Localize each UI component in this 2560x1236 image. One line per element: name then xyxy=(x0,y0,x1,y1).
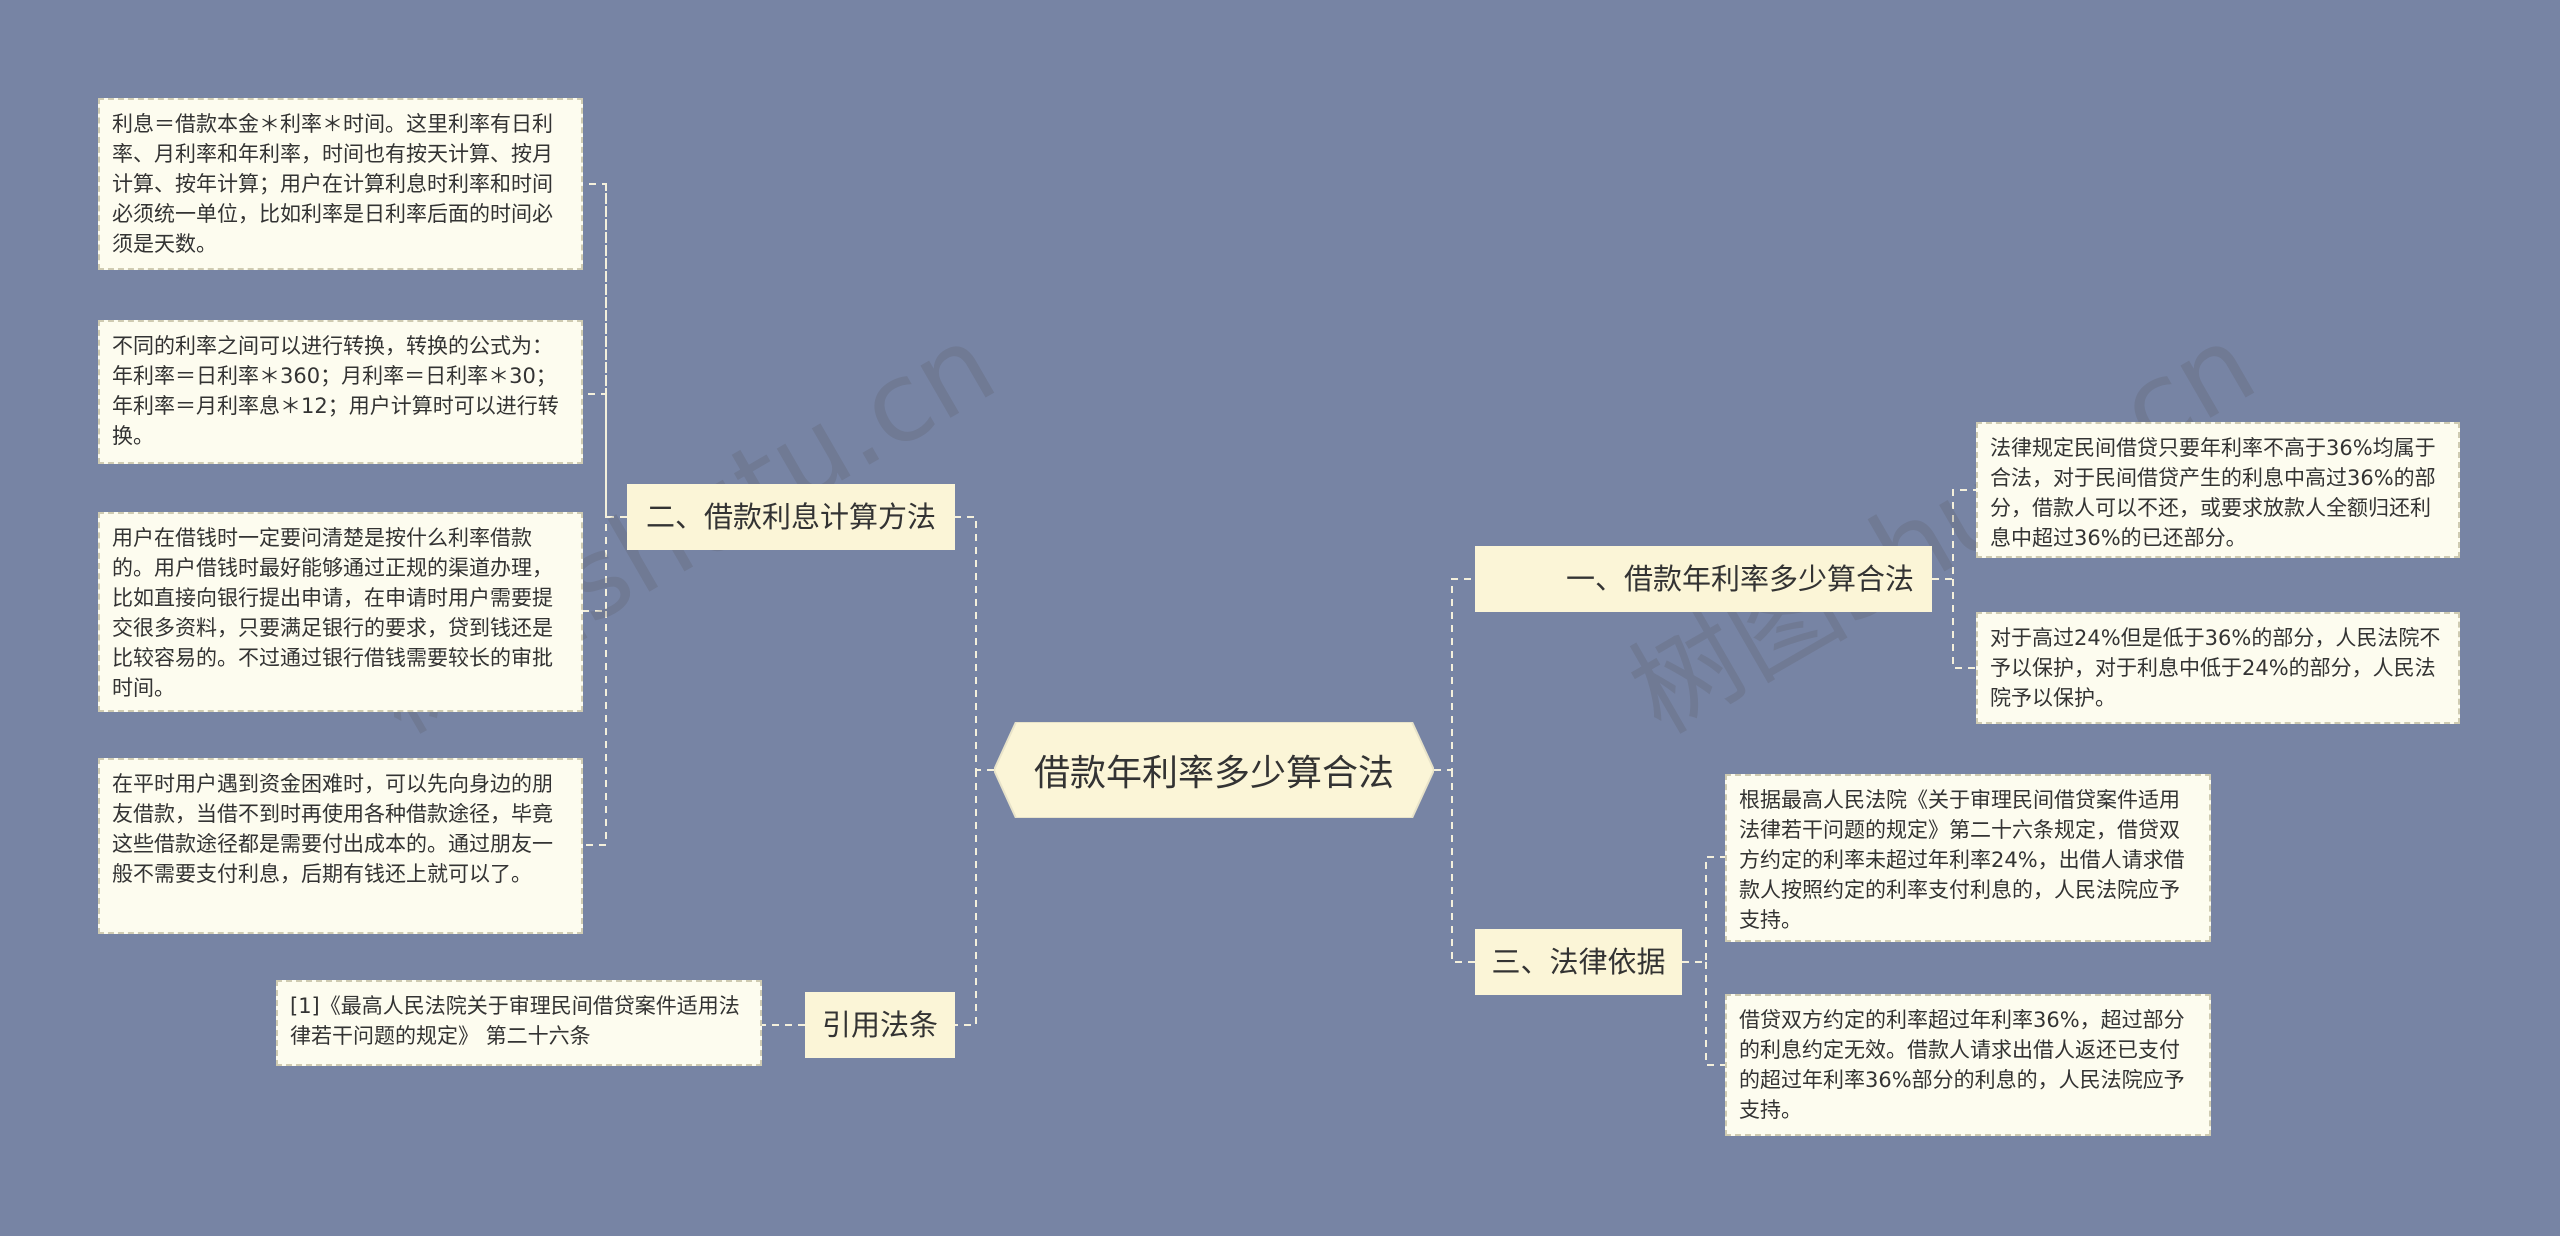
branch-legal-rate-label: 一、借款年利率多少算合法 xyxy=(1565,562,1914,596)
leaf-legal-basis-24[interactable]: 根据最高人民法院《关于审理民间借贷案件适用法律若干问题的规定》第二十六条规定，借… xyxy=(1725,774,2211,942)
branch-cited-law[interactable]: 引用法条 xyxy=(805,992,955,1058)
root-node[interactable]: 借款年利率多少算合法 xyxy=(994,722,1434,818)
root-node-label: 借款年利率多少算合法 xyxy=(1033,753,1394,794)
branch-legal-rate[interactable]: 一、借款年利率多少算合法 xyxy=(1475,546,1932,612)
root-node-shape xyxy=(994,722,1434,818)
link-root-b1 xyxy=(1434,578,1475,771)
branch-interest-calculation[interactable]: 二、借款利息计算方法 xyxy=(627,484,955,550)
leaf-rate-24-36[interactable]: 对于高过24%但是低于36%的部分，人民法院不予以保护，对于利息中低于24%的部… xyxy=(1976,612,2460,724)
leaf-legal-rate-36[interactable]: 法律规定民间借贷只要年利率不高于36%均属于合法，对于民间借贷产生的利息中高过3… xyxy=(1976,422,2460,558)
leaf-bank-borrowing[interactable]: 用户在借钱时一定要问清楚是按什么利率借款的。用户借钱时最好能够通过正规的渠道办理… xyxy=(98,512,583,712)
link-b3-leaves xyxy=(1682,856,1725,1066)
branch-interest-calculation-label: 二、借款利息计算方法 xyxy=(645,500,936,534)
branch-cited-law-label: 引用法条 xyxy=(821,1008,938,1042)
link-root-b4 xyxy=(955,770,977,1026)
leaf-citation[interactable]: [1]《最高人民法院关于审理民间借贷案件适用法律若干问题的规定》 第二十六条 xyxy=(276,980,762,1066)
link-b1-leaves xyxy=(1932,489,1976,669)
link-b2-leaves xyxy=(583,183,627,846)
link-root-b2 xyxy=(955,516,994,771)
leaf-rate-conversion[interactable]: 不同的利率之间可以进行转换，转换的公式为：年利率＝日利率＊360；月利率＝日利率… xyxy=(98,320,583,464)
leaf-friend-borrowing[interactable]: 在平时用户遇到资金困难时，可以先向身边的朋友借款，当借不到时再使用各种借款途径，… xyxy=(98,758,583,934)
branch-legal-basis-label: 三、法律依据 xyxy=(1491,945,1666,979)
link-root-b3 xyxy=(1451,770,1475,963)
leaf-legal-basis-36[interactable]: 借贷双方约定的利率超过年利率36%，超过部分的利息约定无效。借款人请求出借人返还… xyxy=(1725,994,2211,1136)
branch-legal-basis[interactable]: 三、法律依据 xyxy=(1475,929,1682,995)
leaf-interest-formula[interactable]: 利息＝借款本金＊利率＊时间。这里利率有日利率、月利率和年利率，时间也有按天计算、… xyxy=(98,98,583,270)
